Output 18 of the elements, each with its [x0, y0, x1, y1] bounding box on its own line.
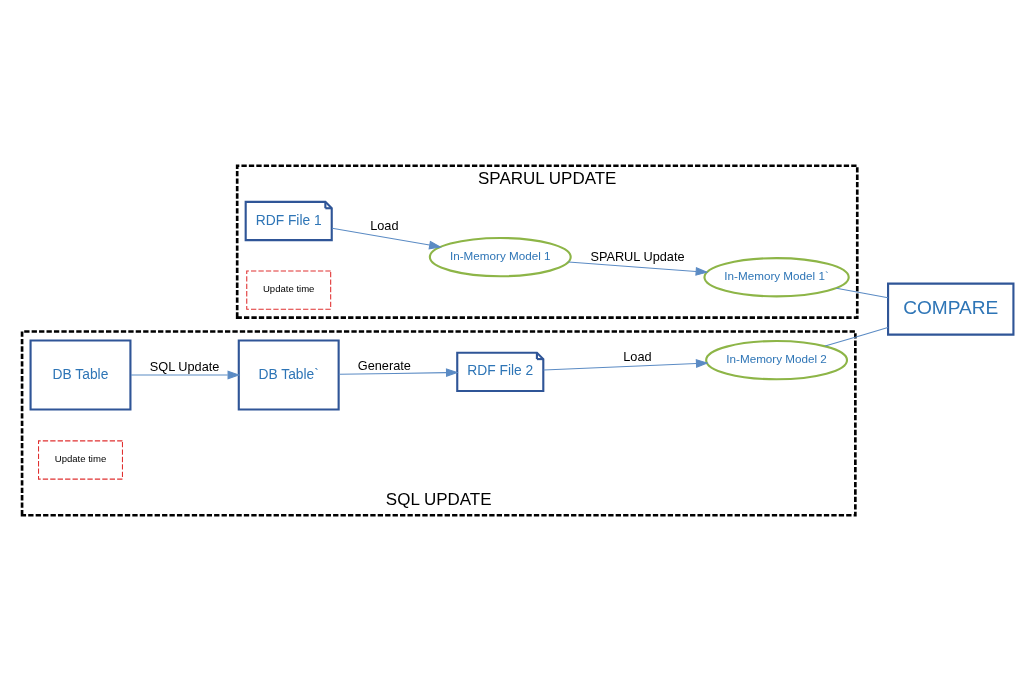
connector — [835, 287, 889, 299]
node-box: Update time — [246, 270, 332, 310]
arrow — [331, 227, 442, 250]
edge-label: SQL Update — [149, 359, 220, 375]
node-ellipse: In-Memory Model 2 — [705, 339, 849, 381]
arrow — [567, 261, 709, 276]
arrow — [338, 368, 459, 378]
node-box: Update time — [38, 440, 123, 480]
edge-label: SPARUL Update — [590, 248, 685, 264]
arrow — [543, 359, 709, 371]
node-box: COMPARE — [887, 282, 1015, 336]
node-box: DB Table` — [237, 339, 340, 411]
edge-label: Generate — [357, 358, 411, 374]
node-box: DB Table — [29, 339, 132, 411]
edge-label: Load — [623, 348, 652, 364]
arrow — [130, 370, 241, 380]
node-ellipse: In-Memory Model 1` — [703, 257, 850, 298]
edge-label: Load — [370, 218, 399, 234]
